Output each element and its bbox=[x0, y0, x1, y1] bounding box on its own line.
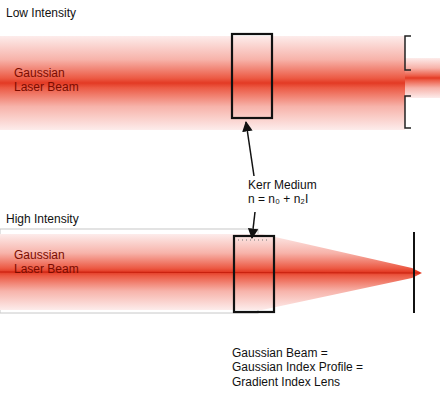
callout-label: Kerr Medium n = n₀ + n₂I bbox=[248, 178, 324, 207]
transmitted-beam bbox=[405, 58, 440, 98]
dotted-edge bbox=[238, 240, 270, 241]
kerr-medium bbox=[232, 34, 272, 118]
aperture bbox=[405, 96, 411, 128]
kerr-medium bbox=[234, 236, 274, 312]
gaussian-beam bbox=[0, 36, 405, 130]
beam-label: Gaussian Laser Beam bbox=[14, 248, 84, 277]
screen bbox=[413, 232, 415, 313]
section-title: High Intensity bbox=[6, 212, 126, 226]
focusing-beam bbox=[0, 234, 422, 310]
leader-arrow bbox=[246, 122, 254, 176]
aperture bbox=[405, 36, 411, 70]
section-title: Low Intensity bbox=[6, 6, 126, 20]
leader-arrow bbox=[252, 212, 255, 238]
note-text: Gaussian Beam = Gaussian Index Profile =… bbox=[232, 346, 372, 389]
beam-label: Gaussian Laser Beam bbox=[14, 66, 84, 95]
